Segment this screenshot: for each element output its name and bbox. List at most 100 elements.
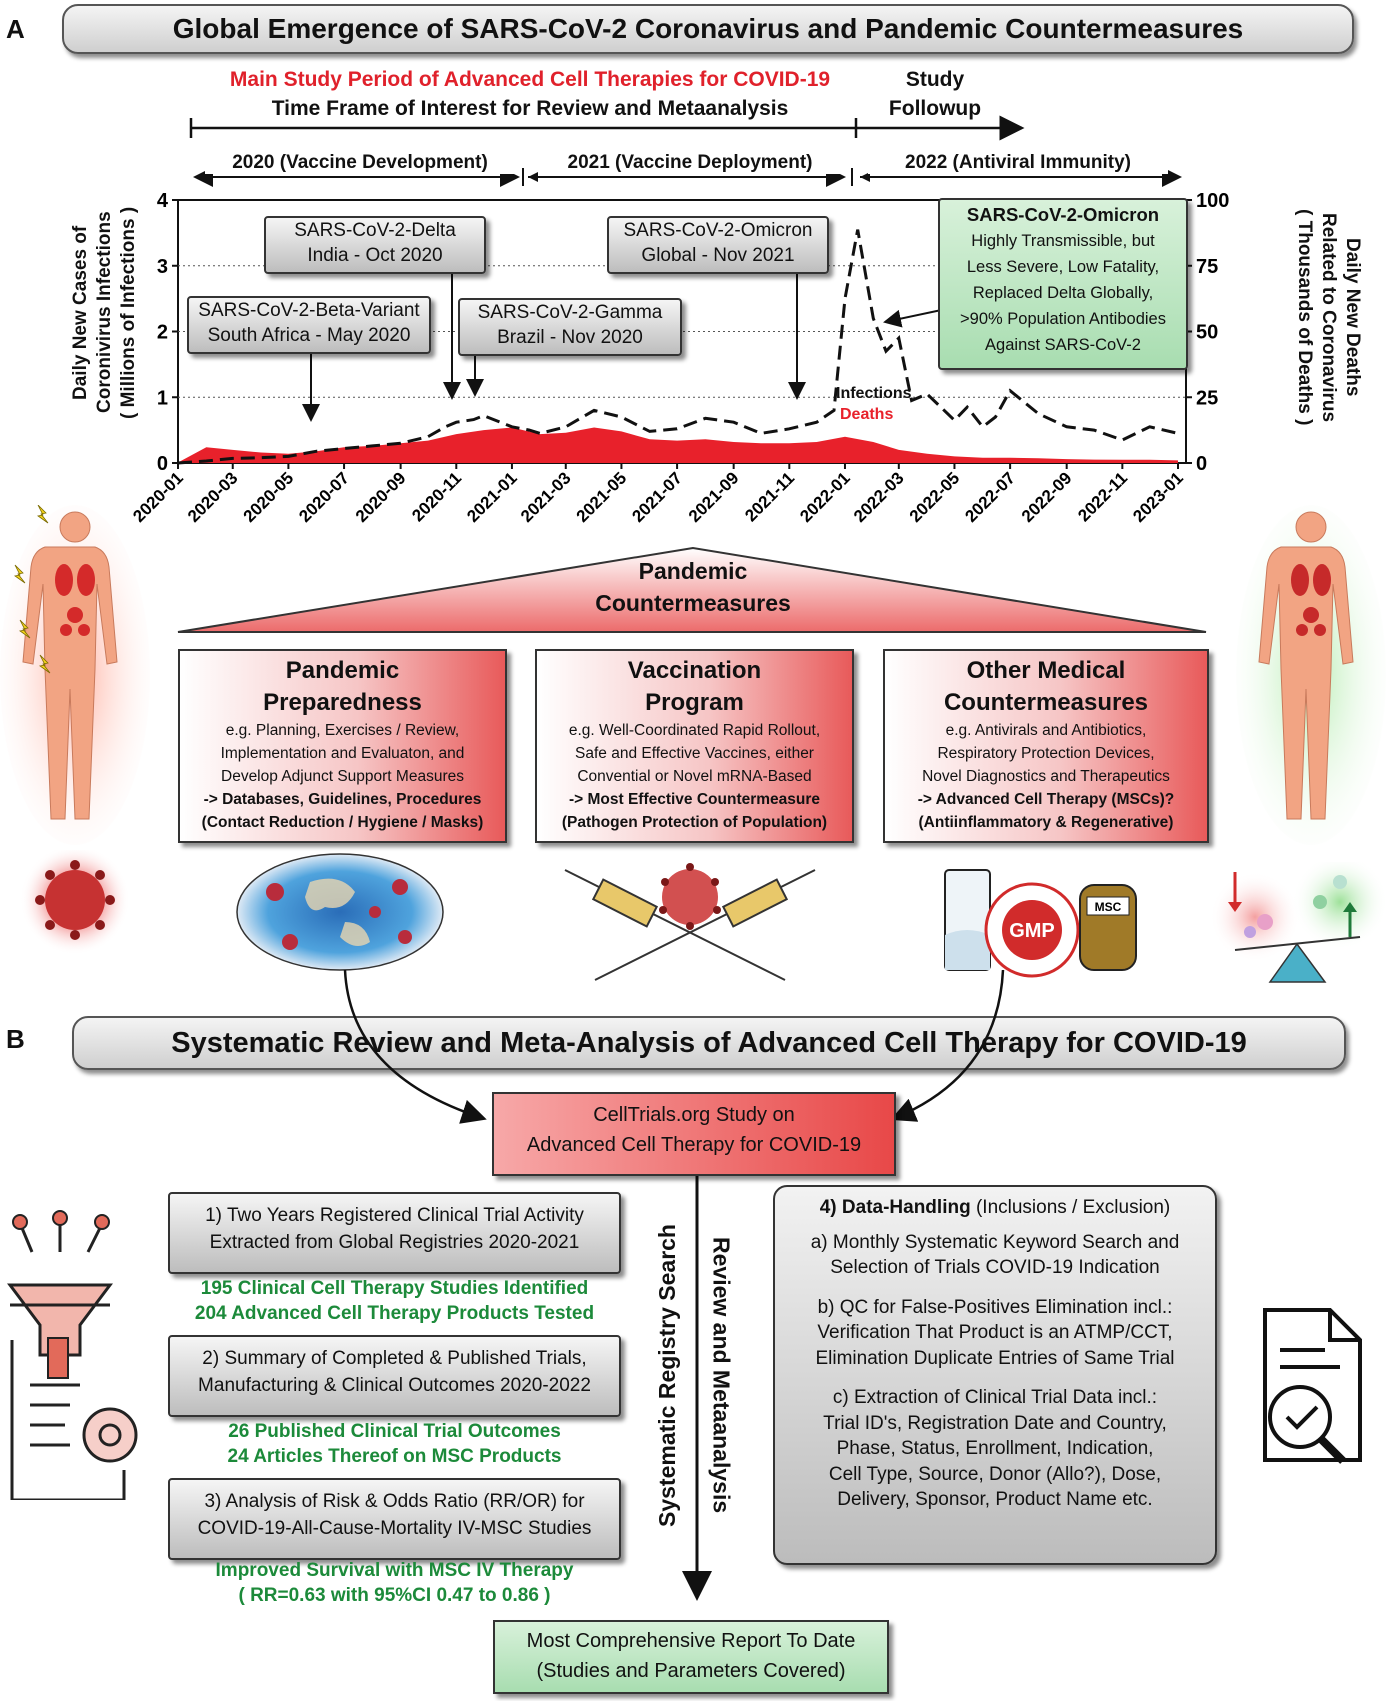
result-1-line1: 195 Clinical Cell Therapy Studies Identi…	[200, 1278, 589, 1299]
countermeasures-header-1: Pandemic	[638, 558, 748, 584]
x-tick-label: 2020-11	[408, 468, 465, 525]
box-bold-text: (Pathogen Protection of Population)	[561, 814, 828, 831]
box-text: Safe and Effective Vaccines, either	[575, 745, 814, 762]
omicron-info-line: Highly Transmissible, but	[971, 232, 1155, 250]
preparedness-box: Pandemic Preparedness e.g. Planning, Exe…	[178, 649, 507, 843]
x-tick-label: 2022-11	[1074, 468, 1131, 525]
omicron-info-line: Against SARS-CoV-2	[985, 336, 1141, 354]
vertical-label-left: Systematic Registry Search	[650, 1185, 684, 1565]
dh-a-line: a) Monthly Systematic Keyword Search and	[810, 1231, 1180, 1253]
step-1-box: 1) Two Years Registered Clinical Trial A…	[168, 1192, 621, 1274]
x-tick-label: 2020-07	[295, 468, 353, 526]
dh-b-line: Verification That Product is an ATMP/CCT…	[817, 1322, 1173, 1343]
gmp-label: GMP	[1009, 920, 1055, 942]
box-text: Respiratory Protection Devices,	[937, 745, 1155, 762]
omicron-info-box: SARS-CoV-2-Omicron Highly Transmissible,…	[938, 198, 1188, 370]
box-text: Develop Adjunct Support Measures	[221, 768, 464, 785]
omicron-line1: SARS-CoV-2-Omicron	[623, 220, 813, 241]
dh-b-line: b) QC for False-Positives Elimination in…	[817, 1296, 1173, 1318]
final-report-box: Most Comprehensive Report To Date (Studi…	[493, 1620, 889, 1694]
x-tick-label: 2022-01	[796, 468, 854, 526]
x-tick-label: 2021-01	[463, 468, 521, 526]
omicron-info-line: Less Severe, Low Fatality,	[966, 258, 1160, 276]
beta-line2: South Africa - May 2020	[207, 325, 411, 346]
dh-c-line: Trial ID's, Registration Date and Countr…	[823, 1412, 1167, 1434]
x-tick-label: 2022-07	[961, 468, 1019, 526]
dh-b-line: Elimination Duplicate Entries of Same Tr…	[815, 1347, 1175, 1369]
data-handling-title: 4) Data-Handling (Inclusions / Exclusion…	[775, 1195, 1215, 1221]
review-and-metaanalysis: Review and Metaanalysis	[708, 1236, 735, 1514]
box-bold-text: (Contact Reduction / Hygiene / Masks)	[201, 814, 484, 831]
x-tick-label: 2022-05	[906, 468, 964, 526]
step-3-box: 3) Analysis of Risk & Odds Ratio (RR/OR)…	[168, 1478, 621, 1560]
x-tick-label: 2022-03	[850, 468, 908, 526]
deaths-label: Deaths	[840, 406, 894, 423]
celltrials-line2: Advanced Cell Therapy for COVID-19	[526, 1134, 862, 1156]
infections-line	[177, 229, 1179, 465]
step-2-line2: Manufacturing & Clinical Outcomes 2020-2…	[198, 1375, 591, 1396]
result-1: 195 Clinical Cell Therapy Studies Identi…	[168, 1276, 621, 1326]
box-text: e.g. Planning, Exercises / Review,	[225, 722, 460, 739]
box-text: Novel Diagnostics and Therapeutics	[922, 768, 1170, 785]
msc-label: MSC	[1095, 900, 1122, 914]
virus-red-icon	[20, 850, 130, 955]
step-1-line1: 1) Two Years Registered Clinical Trial A…	[205, 1205, 584, 1226]
followup-line1: Study	[905, 68, 965, 91]
year-2021-label: 2021 (Vaccine Deployment)	[540, 152, 840, 174]
box-bold-text: -> Most Effective Countermeasure	[568, 791, 821, 808]
vaccination-box: Vaccination Program e.g. Well-Coordinate…	[535, 649, 854, 843]
box-bold-text: -> Databases, Guidelines, Procedures	[203, 791, 482, 808]
x-tick-label: 2020-03	[184, 468, 242, 526]
box-title: Other Medical	[966, 657, 1126, 684]
timeline-arrows	[189, 115, 1182, 187]
gamma-variant-box: SARS-CoV-2-Gamma Brazil - Nov 2020	[458, 298, 682, 356]
y-tick-label-left: 0	[157, 453, 168, 475]
flow-arrows	[343, 970, 1005, 1601]
y-tick-label-right: 50	[1196, 322, 1218, 344]
box-bold-text: -> Advanced Cell Therapy (MSCs)?	[917, 791, 1175, 808]
x-tick-label: 2020-09	[352, 468, 410, 526]
y-axis-right-title: Daily New Deaths Related to Coronavirus …	[1278, 185, 1378, 450]
omicron-info-line: Replaced Delta Globally,	[972, 284, 1154, 302]
beta-variant-box: SARS-CoV-2-Beta-Variant South Africa - M…	[187, 296, 431, 354]
dh-c-line: Phase, Status, Enrollment, Indication,	[836, 1438, 1154, 1459]
y-tick-label-left: 1	[157, 387, 168, 409]
dh-c-line: c) Extraction of Clinical Trial Data inc…	[832, 1387, 1158, 1408]
y-tick-label-right: 25	[1196, 387, 1218, 409]
dh-c-line: Delivery, Sponsor, Product Name etc.	[837, 1489, 1153, 1510]
healthy-human-figure-icon	[1236, 505, 1386, 845]
x-tick-label: 2020-05	[240, 468, 298, 526]
dh-c-line: Cell Type, Source, Donor (Allo?), Dose,	[828, 1463, 1162, 1485]
panel-b-title: Systematic Review and Meta-Analysis of A…	[72, 1016, 1346, 1070]
result-2-line1: 26 Published Clinical Trial Outcomes	[228, 1421, 561, 1442]
final-line2: (Studies and Parameters Covered)	[536, 1660, 846, 1682]
globe-virus-icon	[236, 853, 444, 971]
x-tick-label: 2022-09	[1018, 468, 1076, 526]
result-1-line2: 204 Advanced Cell Therapy Products Teste…	[194, 1303, 595, 1324]
box-title: Preparedness	[263, 689, 422, 716]
gmp-msc-icon: GMP MSC	[944, 869, 1137, 978]
funnel-process-icon	[7, 1210, 138, 1500]
document-check-icon	[1263, 1308, 1362, 1464]
box-title: Countermeasures	[943, 689, 1149, 716]
ylabel-right-2: Related to Coronavirus	[1318, 212, 1339, 423]
box-text: Implementation and Evaluaton, and	[220, 745, 465, 762]
box-title: Pandemic	[285, 657, 400, 684]
omicron-variant-box: SARS-CoV-2-Omicron Global - Nov 2021	[607, 216, 829, 274]
celltrials-box: CellTrials.org Study on Advanced Cell Th…	[492, 1092, 896, 1176]
countermeasures-triangle	[177, 546, 1207, 633]
x-tick-label: 2021-07	[628, 468, 686, 526]
x-tick-label: 2021-05	[573, 468, 631, 526]
vertical-label-right: Review and Metaanalysis	[704, 1185, 738, 1565]
result-3: Improved Survival with MSC IV Therapy ( …	[168, 1558, 621, 1608]
result-3-line2: ( RR=0.63 with 95%CI 0.47 to 0.86 )	[238, 1585, 551, 1606]
step-2-line1: 2) Summary of Completed & Published Tria…	[202, 1348, 587, 1369]
box-text: Convential or Novel mRNA-Based	[577, 768, 812, 785]
year-2020-label: 2020 (Vaccine Development)	[205, 152, 515, 174]
result-3-line1: Improved Survival with MSC IV Therapy	[215, 1560, 574, 1581]
y-tick-label-right: 100	[1196, 190, 1229, 212]
data-handling-title-bold: 4) Data-Handling	[819, 1197, 971, 1218]
followup-line2: Followup	[888, 97, 982, 120]
study-period-black: Time Frame of Interest for Review and Me…	[271, 97, 789, 120]
year-2022-label: 2022 (Antiviral Immunity)	[868, 152, 1168, 174]
